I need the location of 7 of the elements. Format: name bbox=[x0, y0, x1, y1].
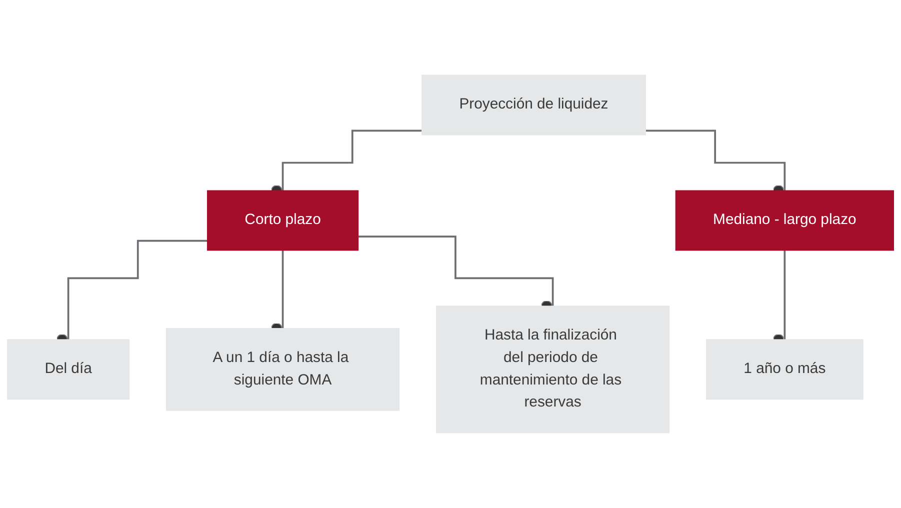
node-box: Del día bbox=[6, 339, 130, 400]
node-box: Corto plazo bbox=[206, 190, 359, 251]
node-box: Proyección de liquidez bbox=[421, 74, 646, 136]
node-box: A un 1 día o hasta la siguiente OMA bbox=[166, 328, 400, 411]
node-box: 1 año o más bbox=[706, 339, 864, 400]
node-box: Hasta la finalización del periodo de mantenimiento de las reservas bbox=[436, 306, 670, 434]
node-box: Mediano - largo plazo bbox=[675, 190, 894, 251]
